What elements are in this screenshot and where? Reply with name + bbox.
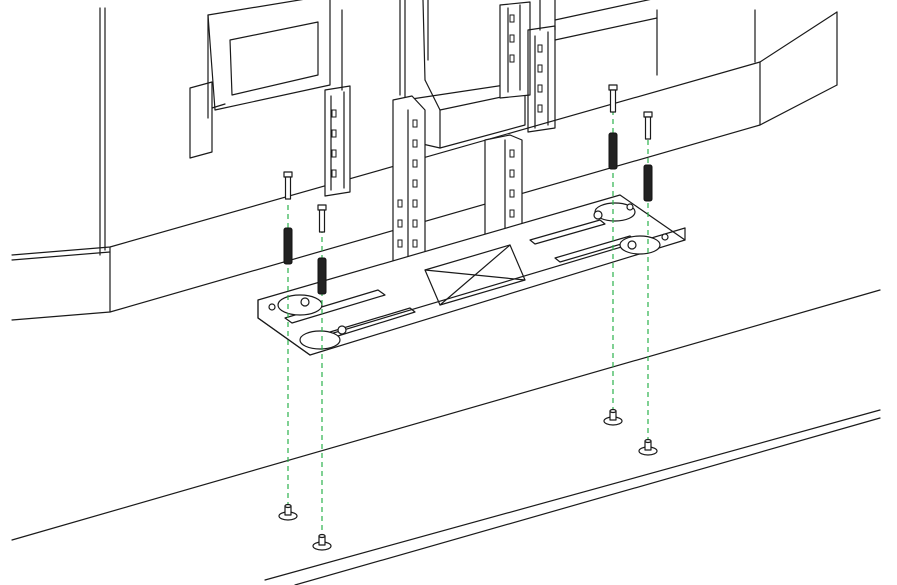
mounting-bolts bbox=[283, 84, 653, 233]
mounting-bolt bbox=[317, 204, 327, 233]
floor-surface bbox=[11, 289, 881, 585]
lift-mechanism bbox=[189, 0, 658, 197]
mounting-bolt bbox=[608, 84, 618, 113]
cabinet-body bbox=[11, 7, 838, 321]
mounting-bolt bbox=[643, 111, 653, 140]
floor-anchors bbox=[278, 408, 658, 551]
floor-anchor-insert bbox=[638, 438, 658, 456]
post-slots bbox=[331, 14, 543, 268]
floor-anchor-insert bbox=[312, 533, 332, 551]
threaded-spacer bbox=[643, 164, 653, 202]
base-mounting-plate bbox=[257, 194, 686, 356]
threaded-spacer bbox=[317, 257, 327, 295]
threaded-spacer bbox=[283, 227, 293, 265]
floor-anchor-insert bbox=[278, 503, 298, 521]
mounting-bolt bbox=[283, 171, 293, 200]
threaded-spacers bbox=[283, 132, 653, 295]
floor-anchor-insert bbox=[603, 408, 623, 426]
threaded-spacer bbox=[608, 132, 618, 170]
support-posts bbox=[331, 14, 543, 291]
